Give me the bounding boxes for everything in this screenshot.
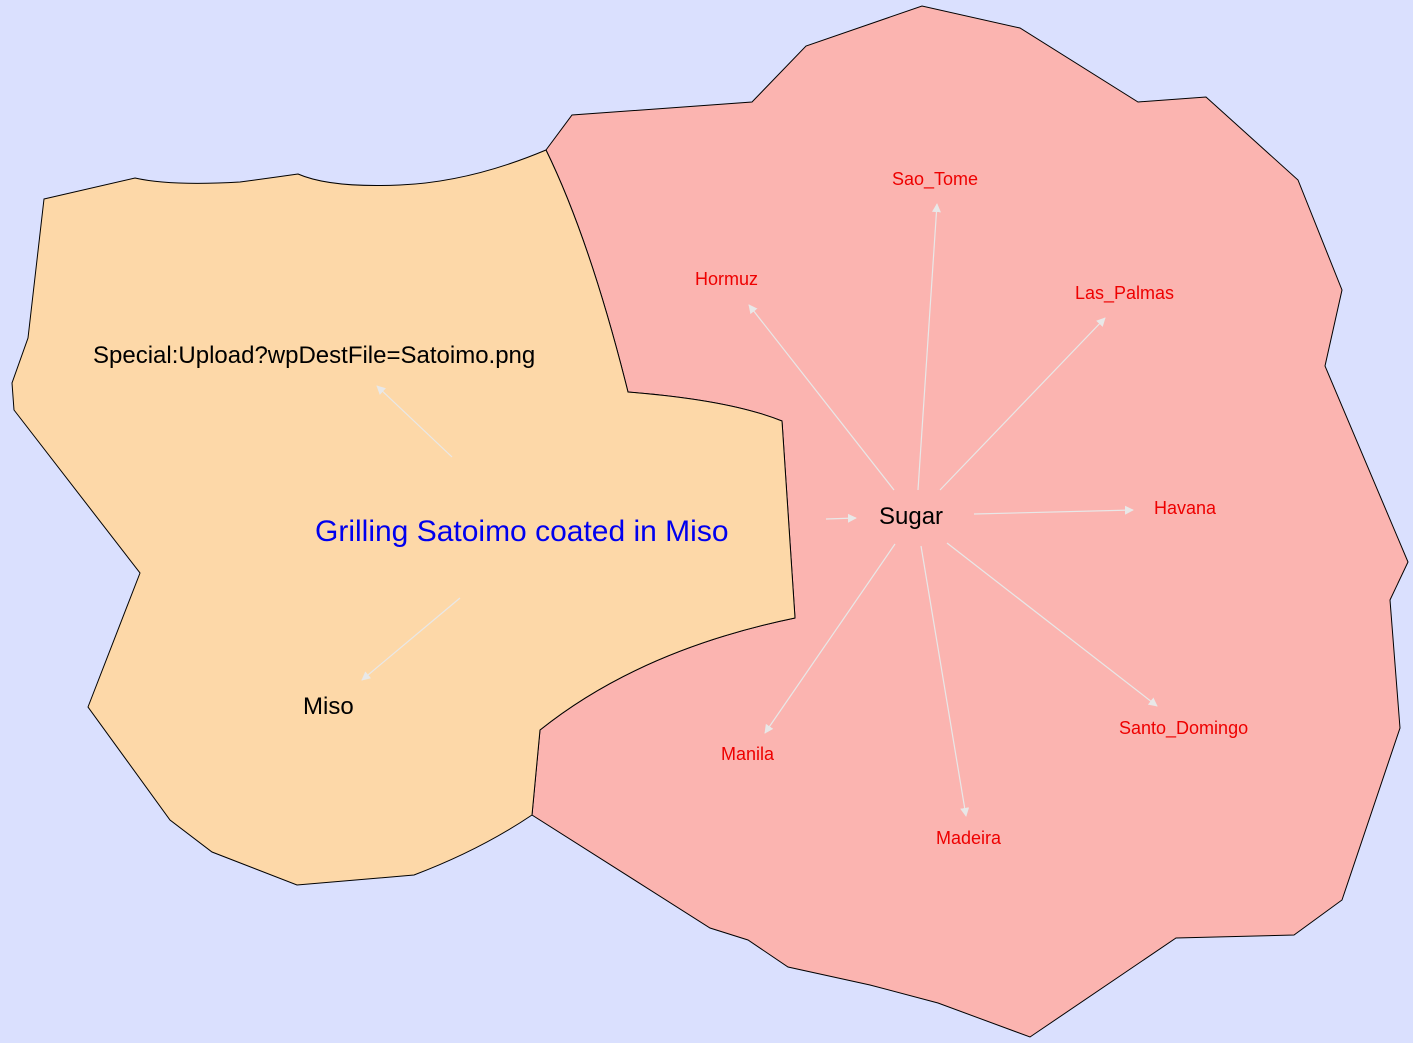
left-region (11, 149, 796, 886)
node-santo-domingo[interactable]: Santo_Domingo (1119, 718, 1248, 739)
edge-sugar-to-las-palmas (939, 317, 1106, 491)
node-miso[interactable]: Miso (303, 693, 354, 720)
edge-central-to-sugar (825, 513, 857, 523)
edge-sugar-to-santo-domingo (946, 542, 1158, 707)
edge-sugar-to-manila (764, 543, 896, 734)
node-havana[interactable]: Havana (1154, 498, 1217, 518)
edge-sugar-to-havana (973, 505, 1134, 515)
edge-central-to-upload (376, 385, 453, 458)
node-central[interactable]: Grilling Satoimo coated in Miso (315, 515, 729, 548)
edge-sugar-to-madeira (920, 545, 970, 817)
node-sugar[interactable]: Sugar (879, 503, 943, 530)
node-manila[interactable]: Manila (721, 744, 775, 764)
node-upload[interactable]: Special:Upload?wpDestFile=Satoimo.png (93, 342, 535, 369)
node-las-palmas[interactable]: Las_Palmas (1075, 283, 1174, 304)
edge-sugar-to-sao-tome (917, 203, 941, 491)
node-hormuz[interactable]: Hormuz (695, 269, 758, 289)
edge-sugar-to-hormuz (748, 304, 895, 491)
node-sao-tome[interactable]: Sao_Tome (892, 169, 978, 190)
edges-layer (361, 203, 1158, 817)
edge-central-to-miso (361, 597, 461, 681)
node-madeira[interactable]: Madeira (936, 828, 1002, 848)
